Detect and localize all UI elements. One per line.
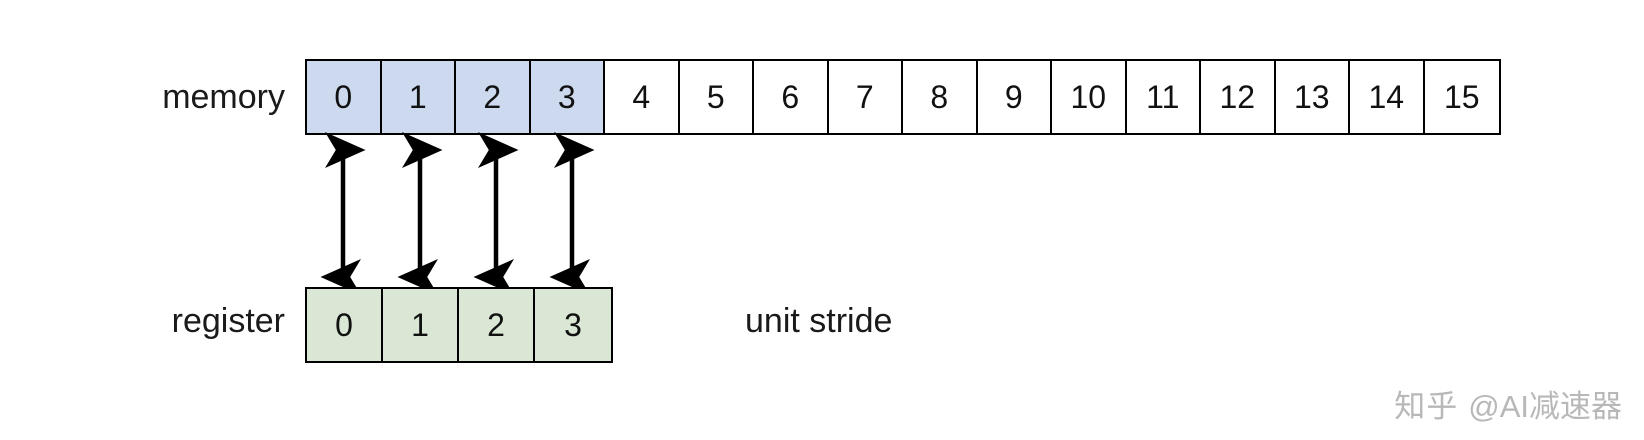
memory-label: memory	[162, 78, 285, 116]
register-cell: 0	[307, 289, 383, 361]
register-label: register	[171, 302, 285, 340]
memory-row: 0 1 2 3 4 5 6 7 8 9 10 11 12 13 14 15	[305, 59, 1501, 135]
zhihu-logo-icon: 知乎	[1394, 389, 1459, 424]
memory-cell: 1	[381, 61, 456, 133]
memory-cell: 0	[307, 61, 382, 133]
memory-cell: 15	[1443, 78, 1480, 115]
memory-cell: 11	[1127, 61, 1201, 133]
memory-cell: 2	[456, 61, 531, 133]
memory-cell: 4	[605, 61, 680, 133]
memory-cell: 7	[829, 61, 903, 133]
memory-cell: 14	[1350, 61, 1425, 133]
memory-cell: 13	[1276, 61, 1350, 133]
memory-cell: 3	[530, 61, 605, 133]
memory-cell: 8	[903, 61, 978, 133]
memory-cell: 5	[680, 61, 754, 133]
memory-cell: 10	[1052, 61, 1127, 133]
watermark: 知乎 @AI减速器	[1394, 381, 1622, 426]
register-row: 0 1 2 3	[305, 287, 613, 363]
register-cell: 1	[383, 289, 459, 361]
memory-cell: 9	[978, 61, 1052, 133]
register-cell: 2	[459, 289, 535, 361]
memory-cell: 6	[754, 61, 829, 133]
diagram-caption: unit stride	[745, 302, 893, 340]
watermark-handle: @AI减速器	[1468, 389, 1622, 424]
memory-cell: 12	[1201, 61, 1276, 133]
register-cell: 3	[535, 289, 611, 361]
